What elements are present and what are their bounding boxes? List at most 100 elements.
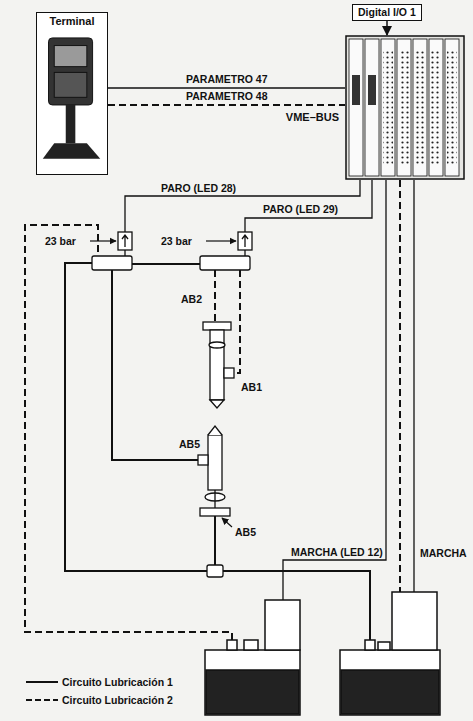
- drawing-stroke: [209, 342, 225, 348]
- drawing-stroke: [222, 518, 232, 527]
- drawing-stroke: [210, 400, 224, 408]
- rack-card: [397, 39, 411, 176]
- drawing-stroke: [378, 642, 390, 650]
- circuit-2-pipes: [25, 180, 400, 640]
- drawing-stroke: [238, 232, 252, 250]
- distributors: [92, 256, 250, 577]
- terminal-keypad: [54, 72, 87, 97]
- lube-point-tag: AB1: [240, 382, 263, 394]
- drawing-stroke: [200, 256, 250, 270]
- drawing-stroke: [210, 330, 224, 400]
- rack-card: [349, 39, 363, 176]
- signal-wires: [125, 180, 414, 600]
- signal-name: MARCHA (LED 12): [290, 547, 384, 559]
- drawing-stroke: [208, 435, 222, 490]
- drawing-stroke: [340, 650, 440, 715]
- lube-point-tag: AB2: [180, 294, 203, 306]
- terminal-base: [43, 143, 101, 158]
- drawing-stroke: [214, 516, 216, 565]
- drawing-stroke: [399, 180, 401, 592]
- terminal-housing: [49, 38, 93, 105]
- drawing-stroke: [227, 640, 237, 650]
- card-leds: [415, 49, 425, 164]
- drawing-stroke: [413, 180, 414, 592]
- drawing-stroke: [124, 250, 125, 256]
- signal-name: MARCHA: [419, 548, 468, 560]
- drawing-stroke: [365, 640, 375, 650]
- card-connector: [352, 75, 360, 105]
- drawing-stroke: [118, 232, 132, 250]
- vme-rack: VME–BUS: [345, 35, 465, 180]
- bus-label: VME–BUS: [286, 111, 339, 124]
- drawing-stroke: [198, 455, 208, 465]
- signal-name: PARO (LED 29): [262, 204, 339, 216]
- drawing-stroke: [245, 180, 372, 232]
- connector-line: [108, 104, 345, 106]
- rack-modules: [345, 35, 465, 180]
- drawing-stroke: [92, 256, 132, 270]
- rack-frame: [346, 36, 464, 179]
- parameter-label: PARAMETRO 48: [184, 91, 269, 103]
- legend-line: [26, 681, 58, 683]
- terminal-box: Terminal: [36, 12, 108, 175]
- io-module-box: Digital I/O 1: [352, 4, 422, 21]
- pressure-setting: 23 bar: [44, 236, 77, 248]
- drawing-stroke: [244, 640, 258, 650]
- drawing-stroke: [200, 508, 230, 516]
- drawing-stroke: [90, 240, 116, 241]
- drawing-stroke: [206, 240, 236, 241]
- drawing-stroke: [283, 180, 386, 600]
- terminal-neck: [66, 105, 76, 143]
- drawing-stroke: [392, 592, 437, 650]
- drawing-stroke: [224, 368, 234, 378]
- card-connector: [368, 75, 376, 105]
- drawing-stroke: [203, 322, 231, 330]
- terminal-illustration: [37, 13, 106, 173]
- parameter-label: PARAMETRO 47: [184, 74, 269, 86]
- terminal-screen: [54, 46, 87, 67]
- drawing-stroke: [65, 263, 207, 571]
- drawing-stroke: [234, 270, 240, 373]
- legend-row: Circuito Lubricación 2: [26, 694, 173, 706]
- connector-line: [386, 21, 388, 35]
- drawing-stroke: [214, 490, 215, 508]
- drawing-stroke: [242, 235, 248, 247]
- rack-card: [381, 39, 395, 176]
- pressure-setting: 23 bar: [160, 236, 193, 248]
- drawing-stroke: [206, 670, 299, 714]
- node-title: Terminal: [37, 13, 107, 28]
- legend-line: [26, 699, 58, 701]
- signal-name: PARO (LED 28): [160, 183, 237, 195]
- rack-card: [365, 39, 379, 176]
- drawing-stroke: [205, 650, 300, 715]
- drawing-stroke: [208, 426, 222, 435]
- drawing-stroke: [207, 565, 223, 577]
- drawing-stroke: [265, 600, 300, 650]
- rack-card: [413, 39, 427, 176]
- drawing-stroke: [122, 235, 128, 247]
- card-leds: [383, 49, 393, 164]
- legend-row: Circuito Lubricación 1: [26, 676, 173, 688]
- legend-text: Circuito Lubricación 1: [62, 676, 173, 688]
- lubrication-point-ab1-ab2: [203, 322, 234, 408]
- legend-line-sample: [26, 678, 58, 686]
- pressure-switches: [118, 232, 252, 256]
- connector-line: [108, 87, 345, 89]
- legend-line-sample: [26, 696, 58, 704]
- circuit-1-pipes: [65, 263, 370, 640]
- drawing-stroke: [132, 263, 200, 265]
- rack-card: [445, 39, 459, 176]
- drawing-stroke: [341, 670, 439, 714]
- lube-point-tag: AB5: [178, 439, 201, 451]
- rack-card: [429, 39, 443, 176]
- drawing-stroke: [25, 225, 232, 640]
- drawing-stroke: [244, 250, 245, 256]
- card-leds: [399, 49, 409, 164]
- tanks: [205, 592, 440, 715]
- card-leds: [431, 49, 441, 164]
- drawing-stroke: [125, 180, 360, 232]
- legend-text: Circuito Lubricación 2: [62, 694, 173, 706]
- node-title: Digital I/O 1: [358, 6, 416, 18]
- pointer-arrows: [90, 241, 236, 527]
- drawing-stroke: [214, 270, 216, 322]
